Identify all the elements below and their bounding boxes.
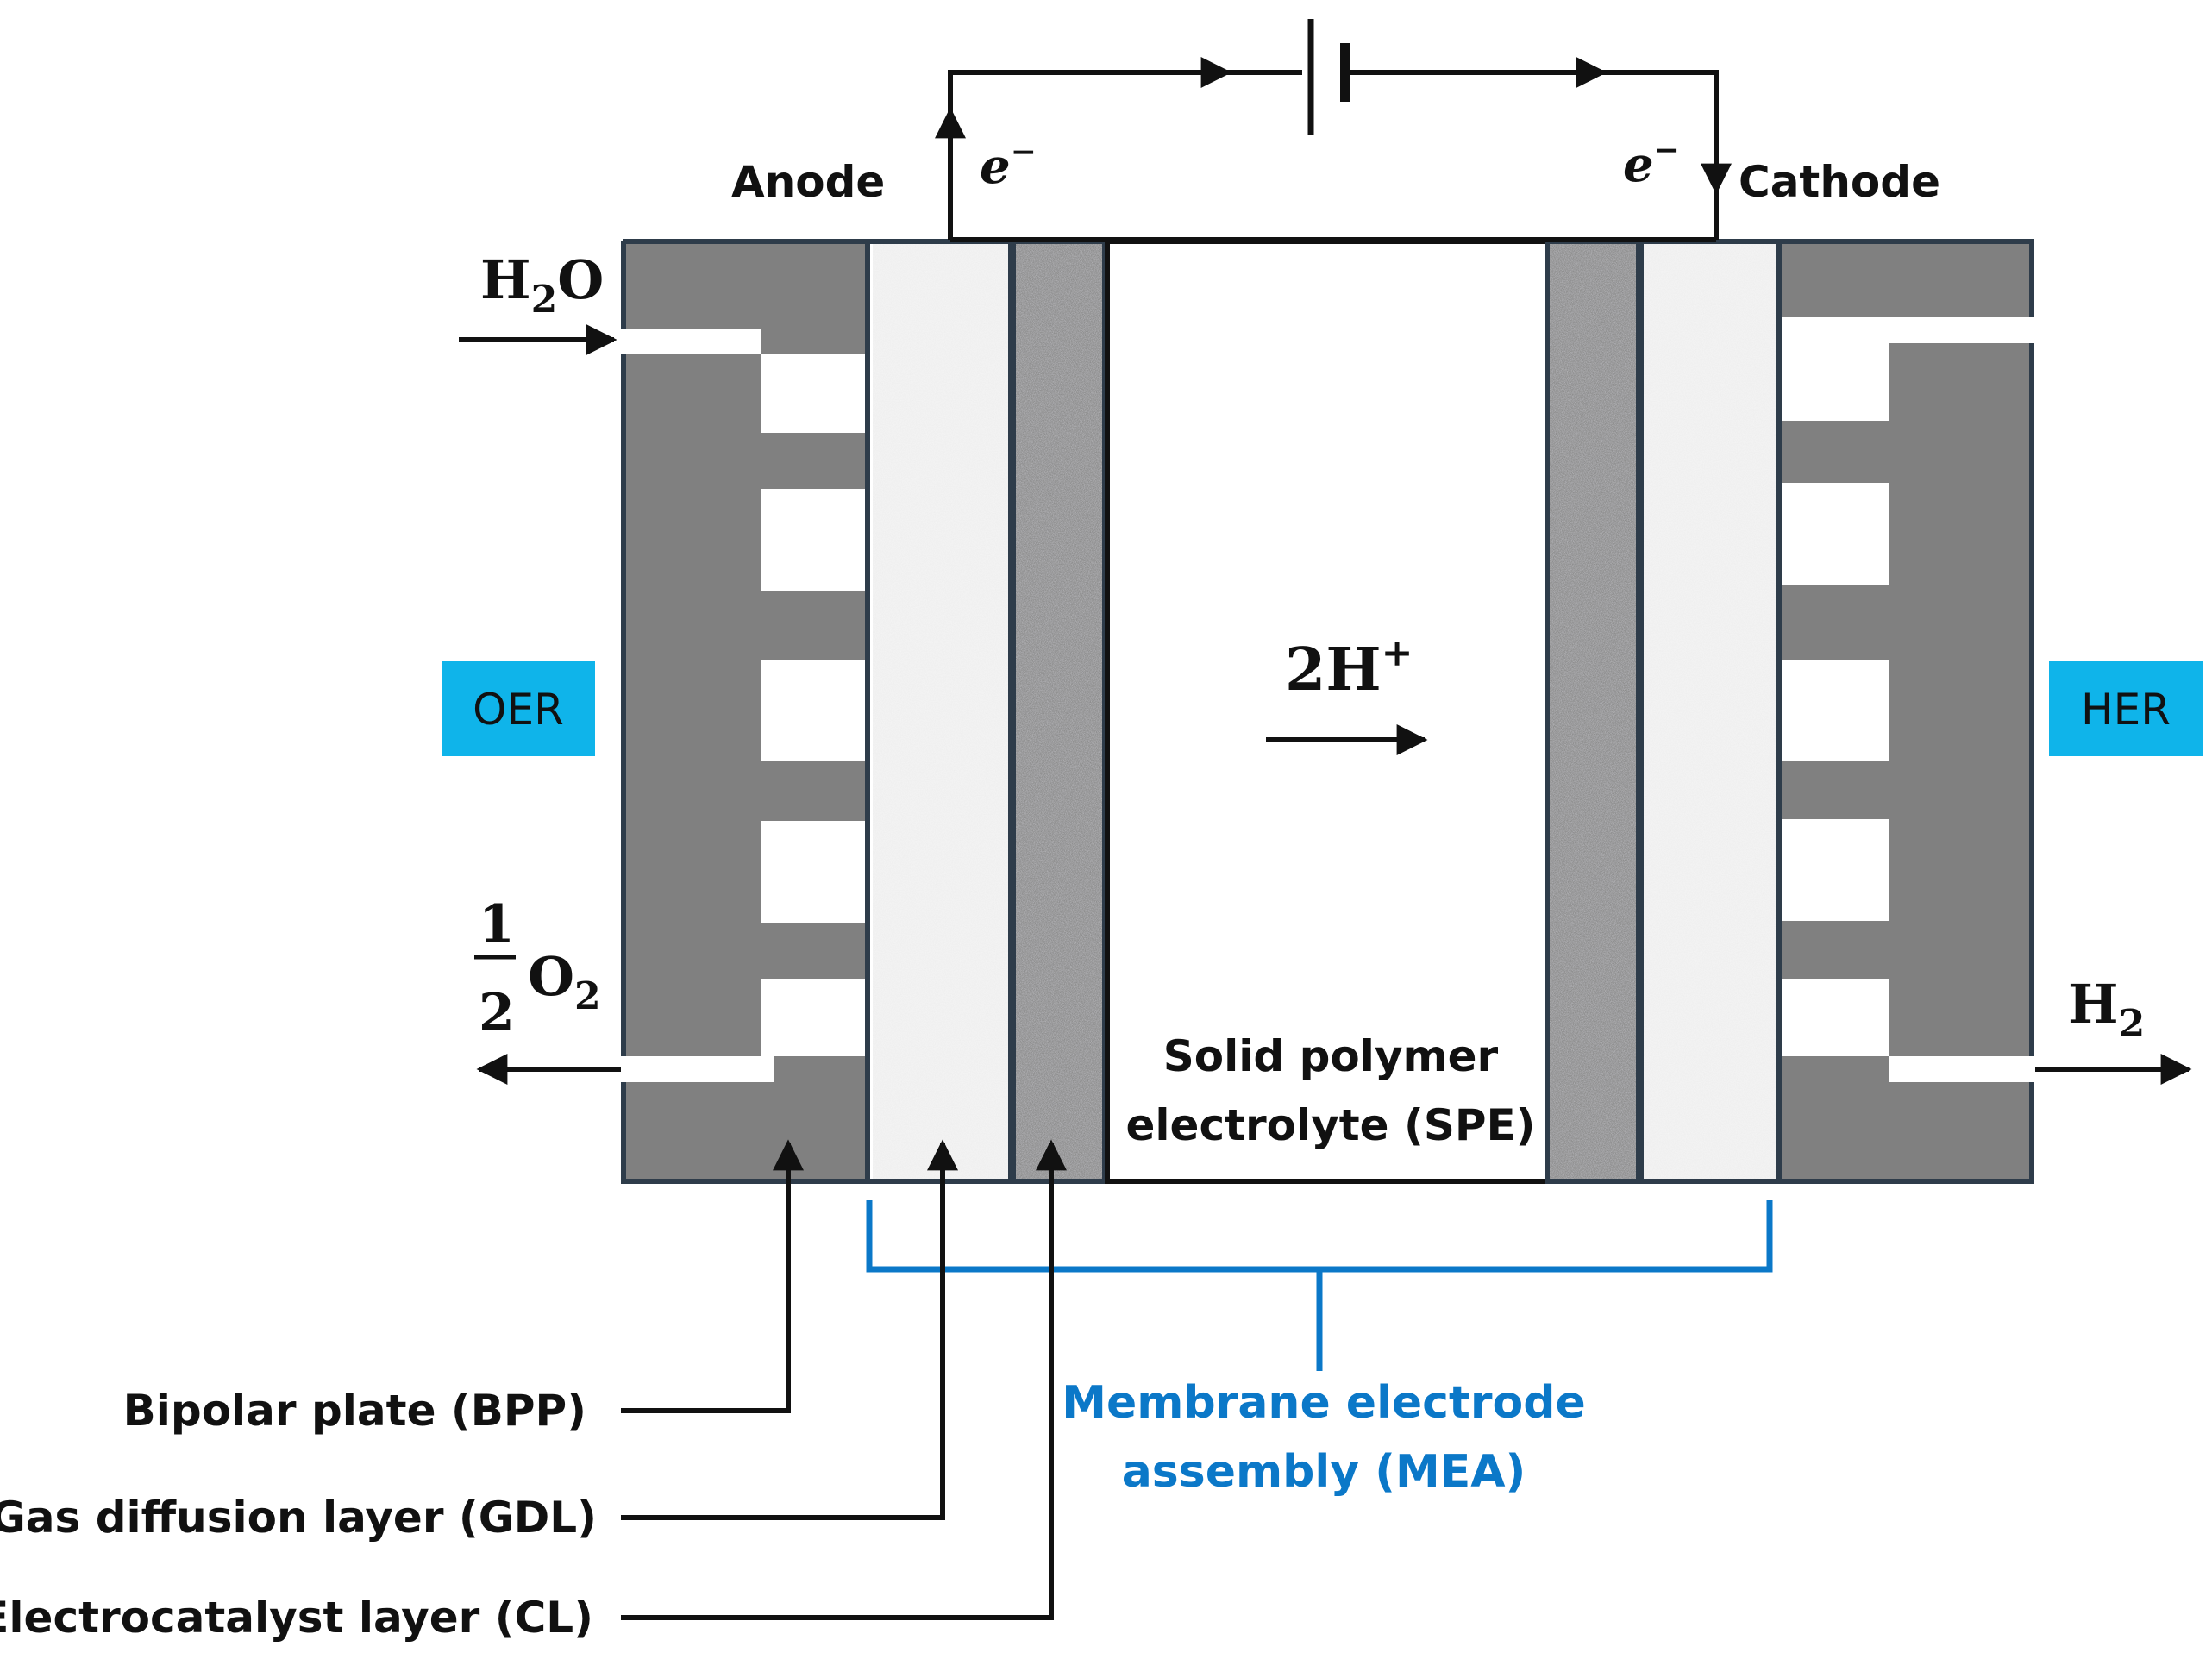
spe-label-line2: electrolyte (SPE) (1126, 1100, 1536, 1150)
cathode-gas-diffusion-layer (1639, 239, 1782, 1184)
water-inlet-label: H2O (480, 248, 604, 322)
anode-bipolar-plate (621, 239, 868, 1184)
proton-label: 2H+ (1285, 631, 1413, 704)
anode-gas-diffusion-layer (865, 239, 1013, 1184)
cathode-electrocatalyst-layer (1545, 239, 1641, 1184)
svg-text:HER: HER (2081, 685, 2171, 735)
external-circuit (935, 19, 1732, 242)
solid-polymer-electrolyte (1105, 239, 1550, 1184)
anode-label: Anode (731, 157, 885, 207)
gdl-leader-arrow-icon (621, 1139, 958, 1520)
bpp-label: Bipolar plate (BPP) (123, 1386, 586, 1436)
mea-label-line2: assembly (MEA) (1122, 1446, 1526, 1498)
spe-label-line1: Solid polymer (1163, 1031, 1499, 1081)
mea-bracket (866, 1200, 1773, 1371)
cathode-bipolar-plate (1782, 239, 2034, 1184)
bpp-leader-arrow-icon (621, 1139, 804, 1413)
oxygen-outlet-label: 1 2 O2 (474, 894, 601, 1043)
svg-text:OER: OER (473, 685, 564, 735)
svg-text:2: 2 (479, 983, 515, 1043)
electron-label-anode: e− (980, 134, 1037, 195)
oer-badge: OER (442, 661, 595, 756)
cl-label: Electrocatalyst layer (CL) (0, 1593, 593, 1643)
electron-label-cathode: e− (1623, 132, 1680, 193)
her-badge: HER (2049, 661, 2203, 756)
mea-label-line1: Membrane electrode (1062, 1377, 1585, 1429)
component-leaders (621, 1139, 1067, 1620)
svg-text:1: 1 (479, 894, 515, 955)
svg-text:O2: O2 (528, 945, 601, 1018)
gdl-label: Gas diffusion layer (GDL) (0, 1493, 597, 1543)
cl-leader-arrow-icon (621, 1139, 1067, 1620)
anode-electrocatalyst-layer (1011, 239, 1107, 1184)
cathode-label: Cathode (1739, 157, 1940, 207)
hydrogen-outlet-label: H2 (2068, 973, 2145, 1046)
